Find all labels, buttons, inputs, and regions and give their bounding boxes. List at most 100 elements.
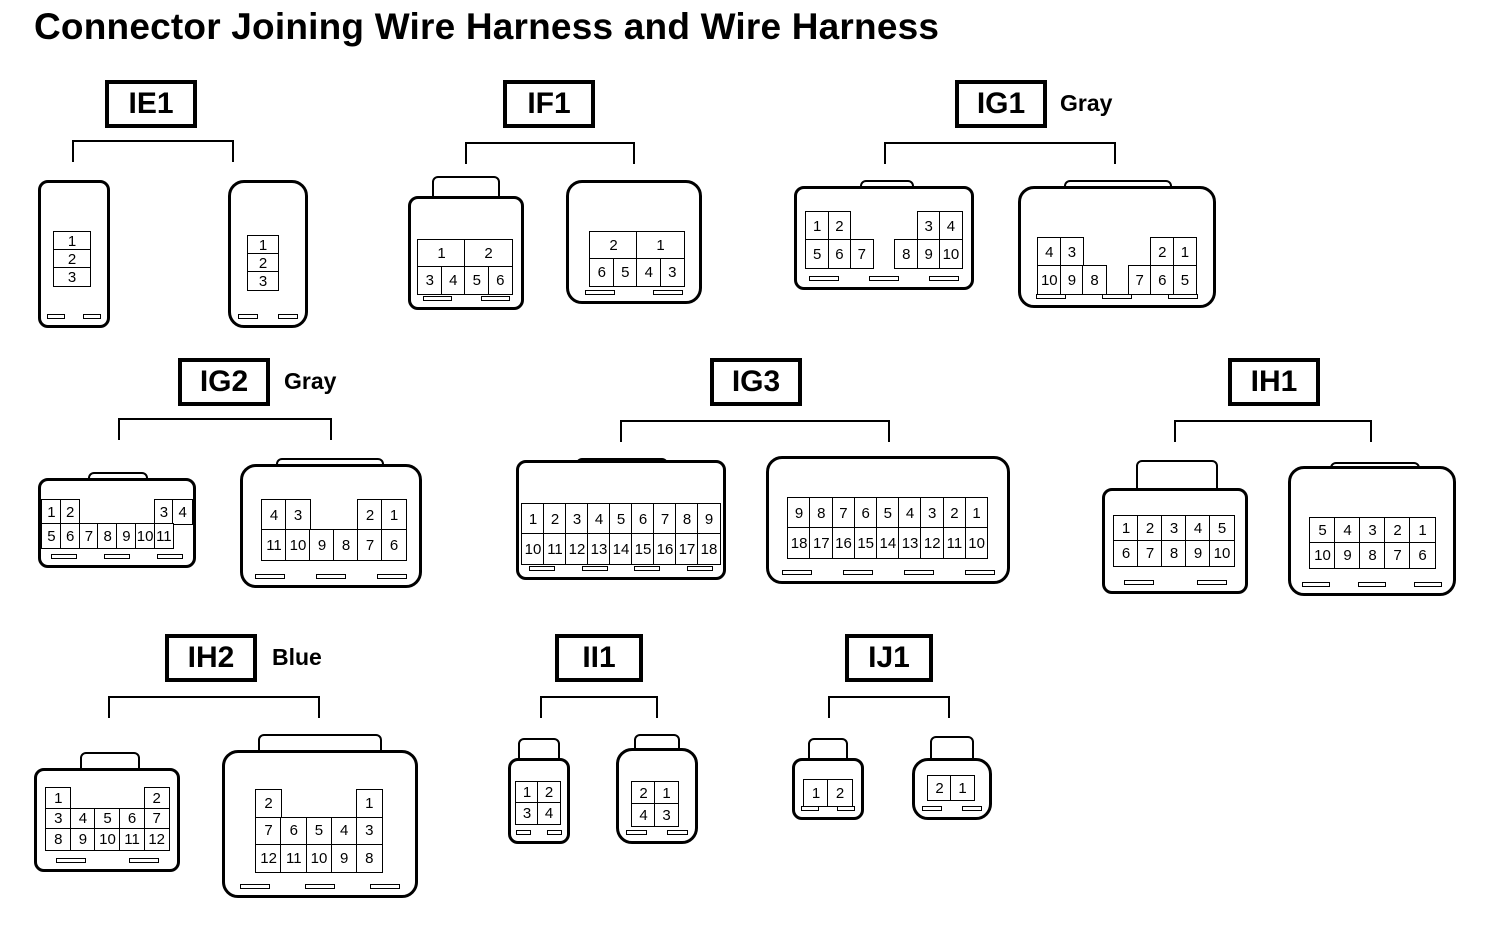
pin-3: 3 xyxy=(153,499,175,525)
pin-4: 4 xyxy=(636,258,662,287)
pin-8: 8 xyxy=(355,843,383,873)
pin-1: 1 xyxy=(521,503,545,535)
pin-10: 10 xyxy=(134,523,156,549)
slot-if1-male xyxy=(422,296,452,301)
pin-2: 2 xyxy=(464,239,513,268)
pin-15: 15 xyxy=(631,533,655,565)
slot-ig2-male xyxy=(156,554,183,559)
pin-10: 10 xyxy=(94,828,121,851)
pin-17: 17 xyxy=(809,527,834,559)
pin-3: 3 xyxy=(247,271,279,291)
pin-5: 5 xyxy=(1209,515,1235,542)
slot-ig2-female xyxy=(376,574,407,579)
pin-6: 6 xyxy=(381,529,407,561)
pin-10: 10 xyxy=(1037,265,1062,295)
slot-if1-female xyxy=(653,290,683,295)
pin-10: 10 xyxy=(964,527,989,559)
slot-ig1-male xyxy=(929,276,959,281)
pin-2: 2 xyxy=(827,779,853,807)
slot-ih2-male xyxy=(128,858,159,863)
pin-15: 15 xyxy=(853,527,878,559)
pin-5: 5 xyxy=(805,239,830,269)
slot-ig3-male xyxy=(634,566,661,571)
pin-4: 4 xyxy=(938,211,963,241)
pin-1: 1 xyxy=(964,497,989,529)
pin-7: 7 xyxy=(1384,542,1411,569)
pin-3: 3 xyxy=(920,497,945,529)
slot-ii1-male xyxy=(546,830,563,835)
pin-5: 5 xyxy=(94,807,121,830)
pin-7: 7 xyxy=(1127,265,1152,295)
pin-11: 11 xyxy=(543,533,567,565)
pin-9: 9 xyxy=(116,523,137,549)
pin-6: 6 xyxy=(118,807,146,830)
connector-color-ig2: Gray xyxy=(284,368,337,394)
pin-3: 3 xyxy=(565,503,589,535)
pin-7: 7 xyxy=(849,239,874,269)
pin-2: 2 xyxy=(942,497,967,529)
pin-6: 6 xyxy=(59,523,81,549)
pin-18: 18 xyxy=(787,527,811,559)
bracket-ig2 xyxy=(118,418,332,440)
slot-ih2-female xyxy=(305,884,335,889)
pin-7: 7 xyxy=(255,816,282,846)
bracket-ij1 xyxy=(828,696,950,718)
pin-10: 10 xyxy=(938,239,963,269)
pin-7: 7 xyxy=(831,497,856,529)
pin-5: 5 xyxy=(612,258,638,287)
slot-ie1-male xyxy=(83,314,101,319)
pin-2: 2 xyxy=(143,787,170,810)
slot-if1-male xyxy=(480,296,510,301)
pin-8: 8 xyxy=(45,828,72,851)
connector-id-ij1: IJ1 xyxy=(845,634,933,682)
pin-8: 8 xyxy=(809,497,834,529)
pin-3: 3 xyxy=(654,803,679,827)
pin-13: 13 xyxy=(898,527,922,559)
pin-6: 6 xyxy=(487,266,513,295)
slot-ii1-female xyxy=(626,830,647,835)
pin-6: 6 xyxy=(280,816,308,846)
pin-18: 18 xyxy=(697,533,721,565)
pin-9: 9 xyxy=(916,239,941,269)
slot-ih2-female xyxy=(370,884,401,889)
slot-ie1-female xyxy=(278,314,298,319)
pin-11: 11 xyxy=(153,523,175,549)
pin-9: 9 xyxy=(69,828,96,851)
slot-ih1-male xyxy=(1123,580,1154,585)
slot-ij1-female xyxy=(922,806,942,811)
slot-ig3-female xyxy=(781,570,812,575)
pin-5: 5 xyxy=(41,523,62,549)
pin-4: 4 xyxy=(440,266,466,295)
pin-10: 10 xyxy=(521,533,545,565)
pin-3: 3 xyxy=(1059,237,1084,267)
pin-2: 2 xyxy=(537,781,561,804)
bracket-ig3 xyxy=(620,420,890,442)
connector-color-ig1: Gray xyxy=(1060,90,1113,116)
slot-ig3-male xyxy=(529,566,556,571)
pin-6: 6 xyxy=(827,239,852,269)
slot-ig1-female xyxy=(1102,294,1132,299)
connector-id-ie1: IE1 xyxy=(105,80,197,128)
pin-7: 7 xyxy=(143,807,170,830)
pin-14: 14 xyxy=(609,533,633,565)
pin-12: 12 xyxy=(255,843,282,873)
slot-ih1-female xyxy=(1302,582,1330,587)
pin-11: 11 xyxy=(942,527,967,559)
pin-8: 8 xyxy=(1359,542,1386,569)
pin-3: 3 xyxy=(1161,515,1187,542)
pin-2: 2 xyxy=(1150,237,1175,267)
pin-13: 13 xyxy=(587,533,611,565)
pin-10: 10 xyxy=(305,843,333,873)
pin-16: 16 xyxy=(831,527,856,559)
pin-4: 4 xyxy=(537,802,561,825)
slot-ih1-female xyxy=(1358,582,1386,587)
slot-ij1-female xyxy=(962,806,982,811)
pin-7: 7 xyxy=(78,523,100,549)
